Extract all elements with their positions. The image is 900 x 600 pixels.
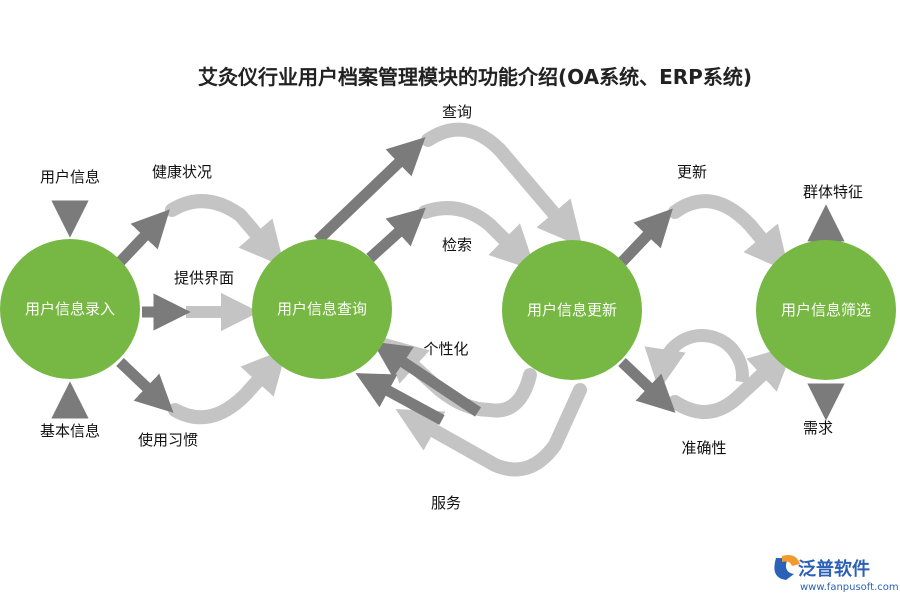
- arrow-entry-to-habits: [116, 358, 174, 413]
- label-health: 健康状况: [152, 163, 212, 181]
- logo-url: www.fanpusoft.com: [800, 582, 899, 593]
- label-personalize: 个性化: [423, 340, 468, 358]
- arrow-habits-to-query: [168, 348, 287, 425]
- label-basic-info: 基本信息: [40, 422, 100, 440]
- label-user-info: 用户信息: [40, 168, 100, 186]
- logo-icon: [774, 555, 800, 580]
- node-filter: 用户信息筛选: [756, 240, 896, 380]
- arrow-query-to-jiansuo: [366, 207, 426, 263]
- logo-name: 泛普软件: [798, 558, 870, 580]
- arrow-personalize-dark: [372, 341, 482, 417]
- node-query: 用户信息查询: [252, 239, 392, 379]
- node-query-label: 用户信息查询: [277, 300, 367, 318]
- cycle-arrow: [644, 329, 749, 391]
- arrow-service-to-query: [395, 383, 587, 477]
- arrow-jiansuo-to-update: [418, 201, 536, 271]
- label-service: 服务: [431, 494, 461, 512]
- label-interface: 提供界面: [174, 269, 234, 287]
- arrow-service-dark: [355, 373, 445, 425]
- arrow-query-to-chaxun: [314, 137, 426, 244]
- light-arrows: [165, 122, 795, 477]
- node-filter-label: 用户信息筛选: [781, 301, 871, 319]
- label-search: 检索: [442, 236, 472, 254]
- label-demand: 需求: [803, 419, 833, 437]
- label-habits: 使用习惯: [138, 431, 198, 449]
- edge-labels: 用户信息 基本信息 健康状况 提供界面 使用习惯 查询 检索 个性化 服务 更新…: [40, 103, 863, 512]
- arrow-update-to-renew: [618, 208, 673, 266]
- label-accuracy: 准确性: [681, 439, 726, 457]
- arrow-renew-to-filter: [668, 194, 790, 273]
- label-group-features: 群体特征: [803, 183, 863, 201]
- label-query: 查询: [442, 103, 472, 121]
- dark-arrows: [51, 137, 845, 425]
- arrow-chaxun-to-update: [421, 122, 583, 248]
- arrow-update-to-accuracy: [618, 358, 676, 413]
- node-entry: 用户信息录入: [0, 239, 140, 379]
- node-update-label: 用户信息更新: [527, 301, 617, 319]
- diagram-title: 艾灸仪行业用户档案管理模块的功能介绍(OA系统、ERP系统): [198, 65, 752, 89]
- node-entry-label: 用户信息录入: [25, 300, 115, 318]
- arrow-health-to-query: [165, 194, 285, 268]
- brand-logo: 泛普软件 www.fanpusoft.com: [774, 555, 899, 593]
- node-update: 用户信息更新: [502, 240, 642, 380]
- arrow-entry-to-health: [116, 209, 170, 266]
- arrow-accuracy-to-filter: [668, 344, 795, 419]
- label-renew: 更新: [677, 163, 707, 181]
